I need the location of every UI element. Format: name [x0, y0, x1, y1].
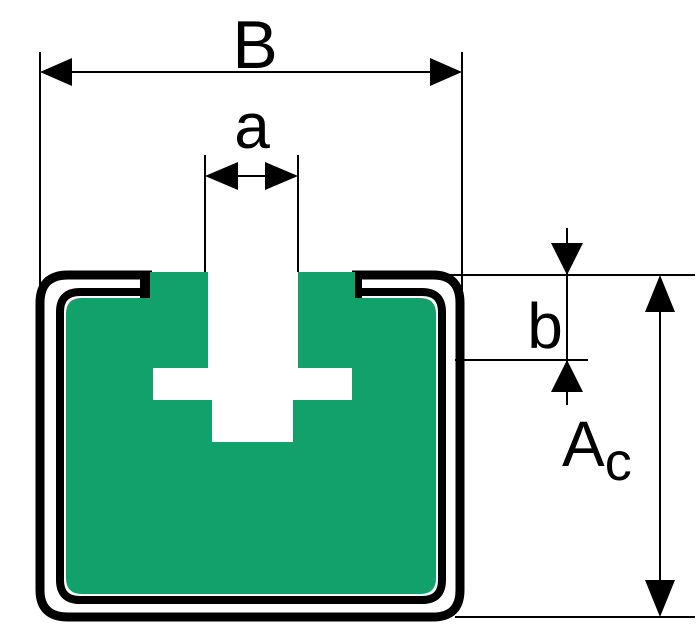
- lip-left: [140, 275, 150, 298]
- dimension-ac: Ac: [562, 275, 675, 617]
- arrow-up-icon: [645, 275, 675, 312]
- arrow-left-icon: [40, 58, 72, 86]
- arrow-left-icon: [205, 162, 238, 190]
- arrow-right-icon: [265, 162, 298, 190]
- label-a: a: [234, 90, 270, 162]
- label-ac-sub: c: [605, 432, 632, 492]
- label-ac-main: A: [562, 408, 605, 480]
- label-b: B: [232, 7, 277, 83]
- label-b-lip: b: [527, 290, 563, 362]
- dimension-b: B: [40, 7, 462, 86]
- insulation-body: [66, 272, 436, 594]
- rail-profile-lining: [56, 288, 446, 604]
- dimension-a: a: [205, 90, 298, 190]
- extension-lines: [39, 52, 695, 618]
- dimension-b-lip: b: [527, 228, 583, 405]
- label-ac: Ac: [562, 408, 632, 492]
- arrow-up-icon: [551, 360, 583, 392]
- arrow-down-icon: [645, 580, 675, 617]
- rail-profile-inner-white: [45, 280, 455, 612]
- arrow-down-icon: [551, 243, 583, 275]
- rail-profile-outer: [35, 270, 465, 622]
- arrow-right-icon: [430, 58, 462, 86]
